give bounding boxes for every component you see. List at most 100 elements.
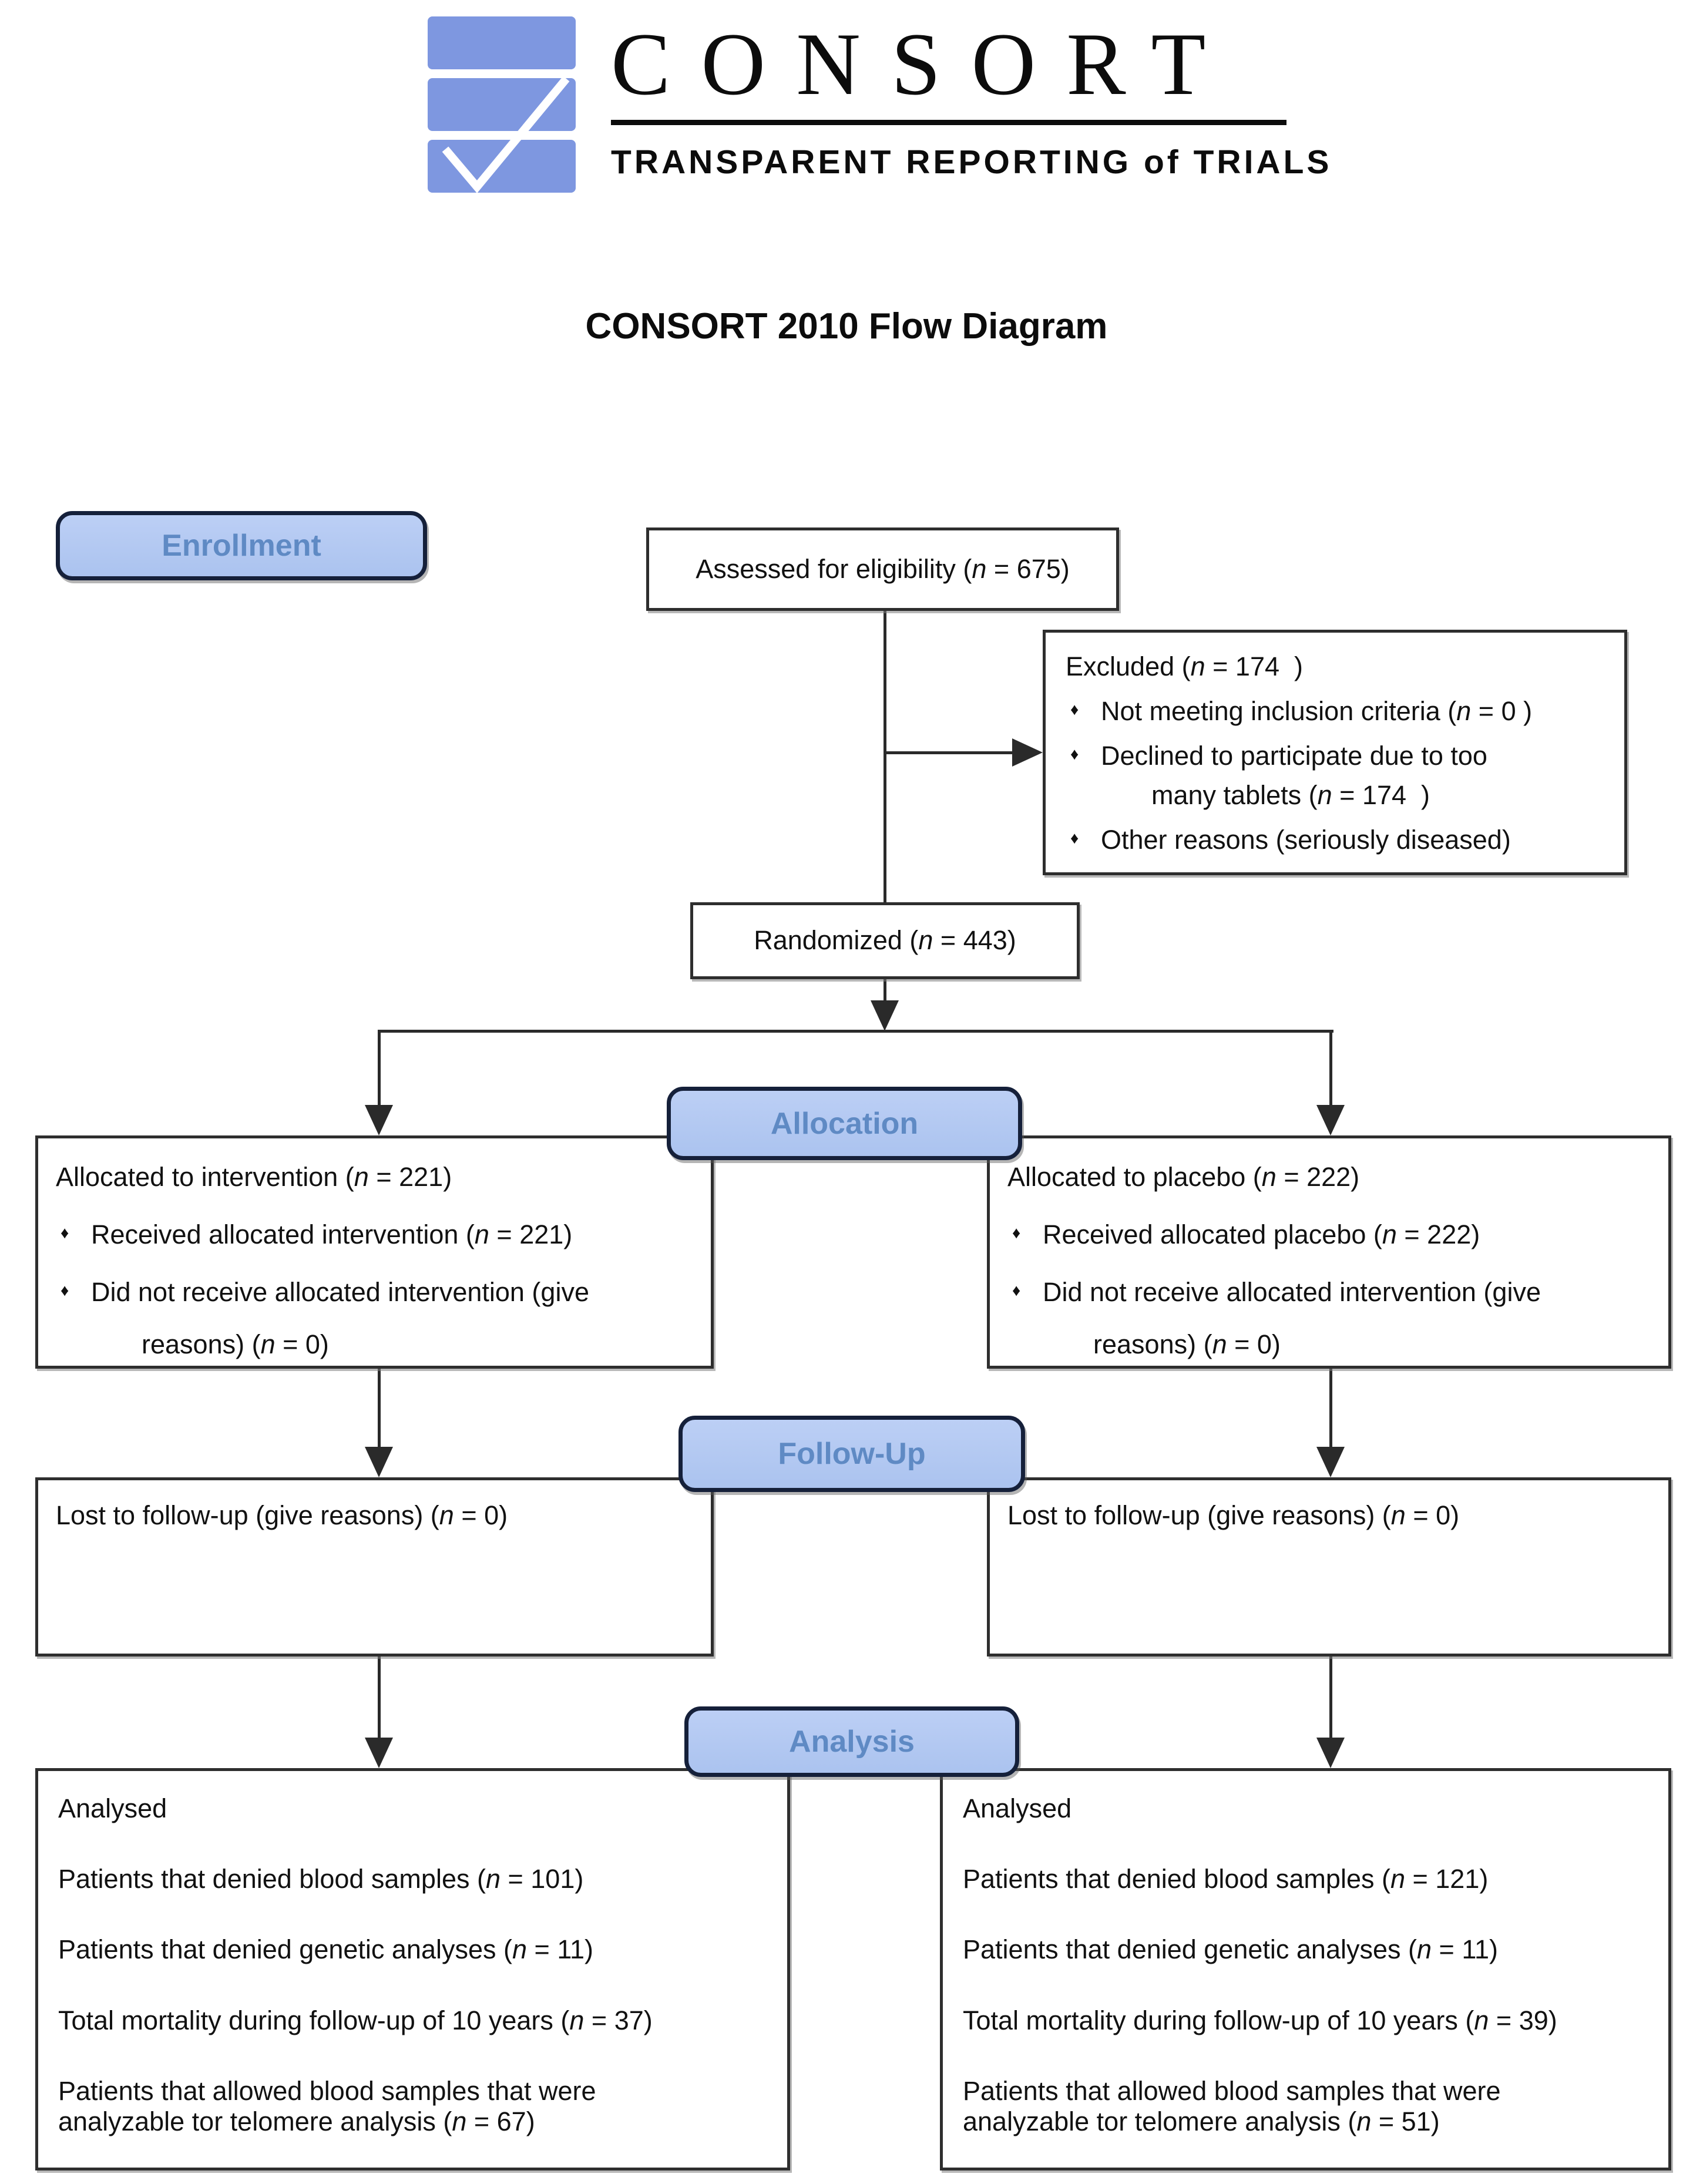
- followup-box-intervention: Lost to follow-up (give reasons) (n = 0): [35, 1477, 714, 1657]
- box-line: ♦ Declined to participate due to too: [1066, 741, 1604, 771]
- arrow-down-icon: [871, 1000, 899, 1031]
- box-line: Patients that allowed blood samples that…: [58, 2076, 767, 2106]
- box-line-text: Other reasons (seriously diseased): [1101, 824, 1511, 855]
- arrow-down-icon: [365, 1105, 393, 1135]
- connector-assessed-to-randomized: [884, 611, 886, 902]
- box-line-text: Analysed: [58, 1793, 167, 1823]
- box-line: ♦ Received allocated placebo (n = 222): [1007, 1219, 1651, 1250]
- page-title: CONSORT 2010 Flow Diagram: [585, 306, 1108, 347]
- assessed-box: Assessed for eligibility (n = 675): [646, 527, 1119, 611]
- box-line-text: Received allocated intervention (n = 221…: [91, 1219, 573, 1250]
- diamond-bullet-icon: ♦: [61, 1281, 69, 1300]
- box-line-text: Patients that allowed blood samples that…: [58, 2075, 596, 2106]
- assessed-text: Assessed for eligibility (n = 675): [696, 553, 1070, 584]
- connector-split-bar: [378, 1030, 1333, 1033]
- consort-wordmark: CONSORT: [611, 15, 1237, 113]
- box-line-text: Allocated to placebo (n = 222): [1007, 1162, 1360, 1192]
- box-line-text: Did not receive allocated intervention (…: [91, 1277, 589, 1308]
- diamond-bullet-icon: ♦: [61, 1224, 69, 1242]
- stage-label-followup: Follow-Up: [678, 1416, 1025, 1492]
- box-line: reasons) (n = 0): [56, 1329, 693, 1360]
- box-line: Lost to follow-up (give reasons) (n = 0): [56, 1500, 693, 1531]
- box-line: Patients that allowed blood samples that…: [963, 2076, 1648, 2106]
- box-line: Total mortality during follow-up of 10 y…: [963, 2005, 1648, 2036]
- connector-split-to-intervention: [378, 1031, 381, 1106]
- arrow-down-icon: [1316, 1738, 1345, 1768]
- box-line-text: Total mortality during follow-up of 10 y…: [58, 2005, 653, 2035]
- box-line: analyzable tor telomere analysis (n = 51…: [963, 2106, 1648, 2137]
- box-line-text: Analysed: [963, 1793, 1072, 1823]
- randomized-box: Randomized (n = 443): [690, 902, 1080, 979]
- box-line: Analysed: [963, 1793, 1648, 1824]
- logo-underline: [611, 119, 1286, 125]
- stage-label-analysis: Analysis: [684, 1706, 1019, 1777]
- box-line-text: reasons) (n = 0): [142, 1329, 329, 1359]
- box-line: Patients that denied blood samples (n = …: [963, 1864, 1648, 1894]
- box-line-text: Lost to follow-up (give reasons) (n = 0): [56, 1500, 508, 1530]
- box-line: Lost to follow-up (give reasons) (n = 0): [1007, 1500, 1651, 1531]
- box-line-text: Total mortality during follow-up of 10 y…: [963, 2005, 1557, 2035]
- box-line-text: Patients that denied genetic analyses (n…: [963, 1934, 1499, 1965]
- box-line-text: Patients that denied blood samples (n = …: [963, 1864, 1489, 1894]
- arrow-down-icon: [1316, 1447, 1345, 1477]
- followup-box-placebo: Lost to follow-up (give reasons) (n = 0): [987, 1477, 1671, 1657]
- connector-intervention-to-followup: [378, 1369, 381, 1448]
- box-line-text: analyzable tor telomere analysis (n = 67…: [58, 2106, 535, 2136]
- box-line: Patients that denied blood samples (n = …: [58, 1864, 767, 1894]
- diamond-bullet-icon: ♦: [1070, 828, 1079, 847]
- box-line: Allocated to intervention (n = 221): [56, 1162, 693, 1192]
- box-line: ♦ Other reasons (seriously diseased): [1066, 825, 1604, 855]
- box-line: ♦ Did not receive allocated intervention …: [56, 1277, 693, 1308]
- excluded-box: Excluded (n = 174 ) ♦ Not meeting inclusio…: [1043, 630, 1627, 875]
- box-line-text: Declined to participate due to too: [1101, 741, 1487, 771]
- allocation-box-intervention: Allocated to intervention (n = 221) ♦ Rece…: [35, 1135, 714, 1369]
- diamond-bullet-icon: ♦: [1012, 1224, 1021, 1242]
- connector-to-excluded: [884, 751, 1016, 754]
- box-line-text: Excluded (n = 174 ): [1066, 651, 1303, 681]
- box-line-text: Patients that denied genetic analyses (n…: [58, 1934, 594, 1965]
- connector-followup-to-analysis-right: [1329, 1657, 1332, 1739]
- arrow-down-icon: [1316, 1105, 1345, 1135]
- box-line: ♦ Received allocated intervention (n = 22…: [56, 1219, 693, 1250]
- connector-followup-to-analysis-left: [378, 1657, 381, 1739]
- arrow-down-icon: [365, 1738, 393, 1768]
- box-line-text: Received allocated placebo (n = 222): [1043, 1219, 1480, 1250]
- connector-randomized-to-split: [884, 979, 886, 1003]
- box-line-text: Patients that allowed blood samples that…: [963, 2075, 1501, 2106]
- connector-placebo-to-followup: [1329, 1369, 1332, 1448]
- box-line-text: analyzable tor telomere analysis (n = 51…: [963, 2106, 1440, 2136]
- box-line: reasons) (n = 0): [1007, 1329, 1651, 1360]
- stage-label-enrollment: Enrollment: [56, 511, 427, 580]
- arrow-down-icon: [365, 1447, 393, 1477]
- diamond-bullet-icon: ♦: [1070, 745, 1079, 764]
- consort-logotype: CONSORT TRANSPARENT REPORTING of TRIALS: [611, 15, 1332, 182]
- diamond-bullet-icon: ♦: [1012, 1281, 1021, 1300]
- box-line: Total mortality during follow-up of 10 y…: [58, 2005, 767, 2036]
- box-line-text: Did not receive allocated intervention (…: [1043, 1277, 1541, 1308]
- box-line: Patients that denied genetic analyses (n…: [58, 1934, 767, 1965]
- diamond-bullet-icon: ♦: [1070, 700, 1079, 719]
- box-line-text: Allocated to intervention (n = 221): [56, 1162, 452, 1192]
- box-line: many tablets (n = 174 ): [1066, 780, 1604, 811]
- stage-label-allocation: Allocation: [667, 1087, 1022, 1160]
- box-line-text: reasons) (n = 0): [1093, 1329, 1281, 1359]
- allocation-box-placebo: Allocated to placebo (n = 222) ♦ Received …: [987, 1135, 1671, 1369]
- box-line-text: Not meeting inclusion criteria (n = 0 ): [1101, 696, 1533, 727]
- box-line: Patients that denied genetic analyses (n…: [963, 1934, 1648, 1965]
- box-line: ♦ Did not receive allocated intervention …: [1007, 1277, 1651, 1308]
- box-line-text: Patients that denied blood samples (n = …: [58, 1864, 584, 1894]
- box-line: Analysed: [58, 1793, 767, 1824]
- box-line: Excluded (n = 174 ): [1066, 651, 1604, 682]
- box-line-text: many tablets (n = 174 ): [1151, 779, 1430, 810]
- box-line: analyzable tor telomere analysis (n = 67…: [58, 2106, 767, 2137]
- logo-tagline: TRANSPARENT REPORTING of TRIALS: [611, 143, 1332, 181]
- box-line: ♦ Not meeting inclusion criteria (n = 0 ): [1066, 696, 1604, 727]
- box-line-text: Lost to follow-up (give reasons) (n = 0): [1007, 1500, 1460, 1530]
- box-line: Allocated to placebo (n = 222): [1007, 1162, 1651, 1192]
- randomized-text: Randomized (n = 443): [754, 925, 1016, 956]
- connector-split-to-placebo: [1329, 1031, 1332, 1106]
- consort-logo-icon: [428, 16, 576, 193]
